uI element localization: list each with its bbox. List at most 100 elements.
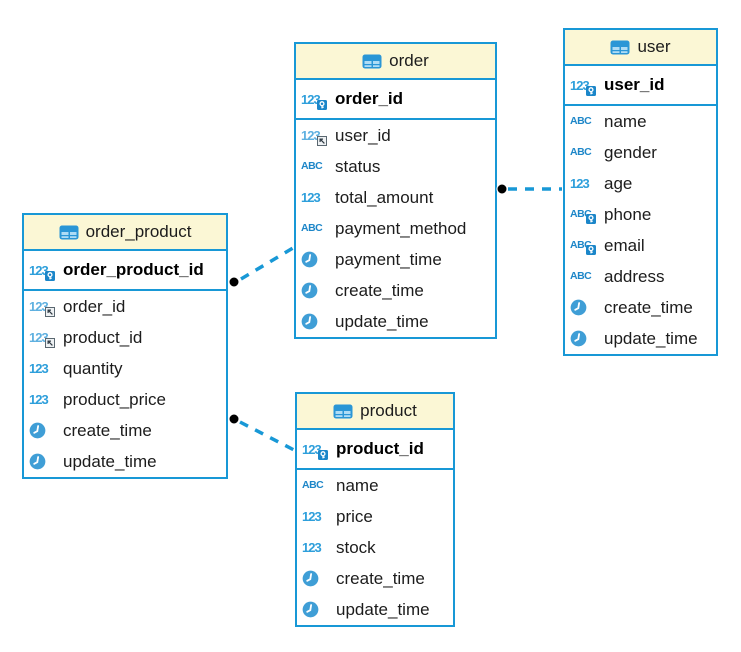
key-badge-icon xyxy=(586,85,596,96)
column-row-order_id[interactable]: 123 order_id xyxy=(24,291,226,322)
number-type-glyph: 123 xyxy=(570,176,590,191)
column-name: phone xyxy=(604,204,652,224)
text-type-icon: ABC xyxy=(570,239,597,255)
column-row-product_id[interactable]: 123 product_id xyxy=(297,430,453,468)
column-row-user_id[interactable]: 123 user_id xyxy=(296,120,495,151)
text-type-glyph: ABC xyxy=(301,160,323,173)
number-type-icon: 123 xyxy=(302,510,329,523)
relation-order_product-product xyxy=(239,420,295,452)
column-row-create_time[interactable]: create_time xyxy=(24,415,226,446)
number-type-glyph: 123 xyxy=(302,509,322,524)
number-type-icon: 123 xyxy=(570,77,597,96)
table-header[interactable]: product xyxy=(297,394,453,430)
foreign-key-badge-icon xyxy=(45,338,55,348)
column-row-quantity[interactable]: 123 quantity xyxy=(24,353,226,384)
text-type-glyph: ABC xyxy=(302,479,324,492)
text-type-icon: ABC xyxy=(570,147,597,158)
column-name: gender xyxy=(604,142,657,162)
column-row-update_time[interactable]: update_time xyxy=(296,306,495,337)
column-row-stock[interactable]: 123 stock xyxy=(297,532,453,563)
table-icon xyxy=(333,404,353,418)
column-row-update_time[interactable]: update_time xyxy=(297,594,453,625)
column-row-create_time[interactable]: create_time xyxy=(297,563,453,594)
column-name: order_id xyxy=(335,89,404,108)
column-row-order_product_id[interactable]: 123 order_product_id xyxy=(24,251,226,289)
column-row-user_id[interactable]: 123 user_id xyxy=(565,66,716,104)
number-type-icon: 123 xyxy=(302,441,329,460)
table-icon xyxy=(362,54,382,68)
column-name: product_id xyxy=(63,327,143,347)
column-row-address[interactable]: ABC address xyxy=(565,261,716,292)
text-type-icon: ABC xyxy=(301,161,328,172)
column-row-phone[interactable]: ABC phone xyxy=(565,199,716,230)
datetime-type-icon xyxy=(570,299,597,316)
column-name: create_time xyxy=(63,420,152,440)
column-name: payment_time xyxy=(335,249,442,269)
column-name: quantity xyxy=(63,358,123,378)
number-type-glyph: 123 xyxy=(302,540,322,555)
datetime-type-icon xyxy=(301,251,328,268)
column-row-update_time[interactable]: update_time xyxy=(565,323,716,354)
primary-key-section: 123 product_id xyxy=(297,430,453,470)
text-type-icon: ABC xyxy=(302,480,329,491)
datetime-type-icon xyxy=(301,313,328,330)
table-title: order xyxy=(389,51,429,70)
column-name: update_time xyxy=(63,451,157,471)
datetime-type-icon xyxy=(301,282,318,299)
number-type-icon: 123 xyxy=(29,299,56,317)
table-header[interactable]: order xyxy=(296,44,495,80)
datetime-type-icon xyxy=(302,570,319,587)
text-type-icon: ABC xyxy=(570,271,597,282)
column-name: product_id xyxy=(336,439,424,458)
column-row-create_time[interactable]: create_time xyxy=(296,275,495,306)
datetime-type-icon xyxy=(301,282,328,299)
key-badge-icon xyxy=(318,449,328,460)
number-type-glyph: 123 xyxy=(29,299,49,314)
relation-endpoint-dot xyxy=(496,183,508,195)
column-row-create_time[interactable]: create_time xyxy=(565,292,716,323)
table-header[interactable]: order_product xyxy=(24,215,226,251)
column-row-email[interactable]: ABC email xyxy=(565,230,716,261)
column-row-update_time[interactable]: update_time xyxy=(24,446,226,477)
number-type-icon: 123 xyxy=(301,93,328,110)
column-name: address xyxy=(604,266,665,286)
column-name: user_id xyxy=(335,125,391,145)
column-row-product_id[interactable]: 123 product_id xyxy=(24,322,226,353)
key-badge-icon xyxy=(586,213,596,224)
text-type-icon: ABC xyxy=(301,223,328,234)
number-type-glyph: 123 xyxy=(301,128,321,143)
number-type-glyph: 123 xyxy=(29,361,49,376)
column-name: product_price xyxy=(63,389,167,409)
text-type-glyph: ABC xyxy=(570,208,592,221)
table-header[interactable]: user xyxy=(565,30,716,66)
number-type-glyph: 123 xyxy=(302,441,322,457)
number-type-glyph: 123 xyxy=(570,77,590,93)
column-row-order_id[interactable]: 123 order_id xyxy=(296,80,495,118)
table-title: product xyxy=(360,401,417,420)
datetime-type-icon xyxy=(570,299,587,316)
datetime-type-icon xyxy=(301,251,318,268)
column-name: email xyxy=(604,235,645,255)
number-type-icon: 123 xyxy=(29,331,56,348)
datetime-type-icon xyxy=(301,313,318,330)
column-name: total_amount xyxy=(335,187,434,207)
datetime-type-icon xyxy=(302,570,329,587)
column-name: stock xyxy=(336,537,376,557)
column-row-gender[interactable]: ABC gender xyxy=(565,137,716,168)
text-type-glyph: ABC xyxy=(570,239,592,252)
column-row-payment_time[interactable]: payment_time xyxy=(296,244,495,275)
